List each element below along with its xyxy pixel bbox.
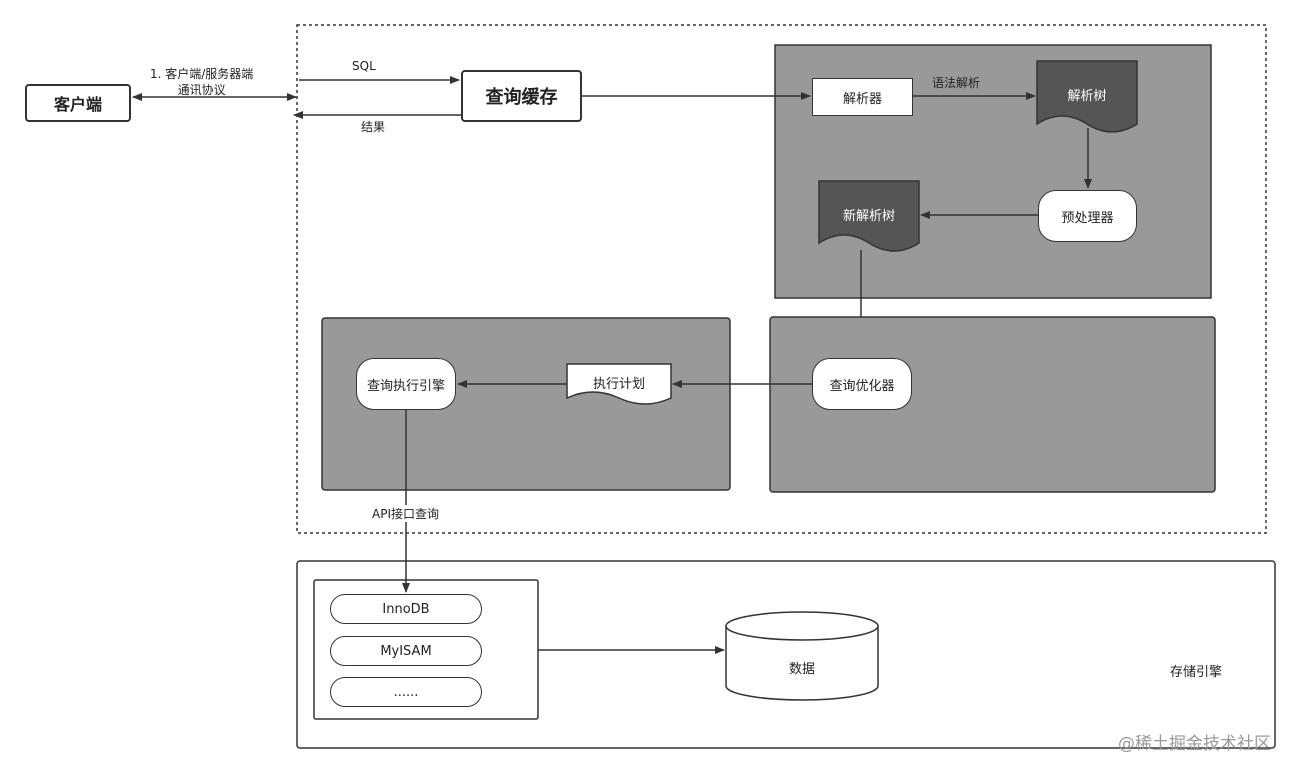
syntax-parse-label: 语法解析 — [932, 76, 981, 90]
watermark: @稀土掘金技术社区 — [1118, 734, 1271, 754]
server-boundary — [296, 24, 1267, 534]
exec-engine-label: 查询执行引擎 — [366, 378, 445, 394]
exec-plan-label: 执行计划 — [592, 376, 645, 392]
engine-more: ...... — [330, 677, 482, 707]
sql-label: SQL — [352, 59, 376, 73]
data-cylinder — [725, 611, 879, 701]
engine-label: ...... — [393, 684, 419, 700]
preprocessor-label: 预处理器 — [1061, 210, 1114, 226]
protocol-line-1: 1. 客户端/服务器端 — [150, 67, 254, 81]
new-parse-tree-label: 新解析树 — [842, 208, 895, 224]
client-label: 客户端 — [53, 95, 102, 114]
protocol-label: 1. 客户端/服务器端 通讯协议 — [150, 66, 253, 98]
parser-box: 解析器 — [812, 78, 913, 116]
engine-myisam: MyISAM — [330, 636, 482, 666]
optimizer-label: 查询优化器 — [829, 378, 895, 394]
parser-label: 解析器 — [842, 91, 882, 107]
data-label: 数据 — [788, 661, 815, 677]
protocol-line-2: 通讯协议 — [177, 83, 226, 97]
engine-label: InnoDB — [382, 601, 430, 617]
storage-engine-label: 存储引擎 — [1170, 665, 1223, 680]
query-cache-label: 查询缓存 — [485, 87, 558, 108]
client-box: 客户端 — [25, 84, 131, 122]
preprocessor-box: 预处理器 — [1038, 190, 1137, 242]
parse-tree-shape — [1036, 60, 1138, 133]
parse-tree-label: 解析树 — [1067, 88, 1107, 104]
query-cache-box: 查询缓存 — [461, 70, 582, 122]
engine-label: MyISAM — [380, 643, 432, 659]
result-label: 结果 — [361, 120, 386, 134]
new-parse-tree-shape — [818, 180, 920, 252]
api-label: API接口查询 — [370, 505, 441, 522]
exec-engine-box: 查询执行引擎 — [356, 358, 456, 410]
optimizer-box: 查询优化器 — [812, 358, 912, 410]
engine-innodb: InnoDB — [330, 594, 482, 624]
exec-plan-shape — [566, 363, 672, 405]
